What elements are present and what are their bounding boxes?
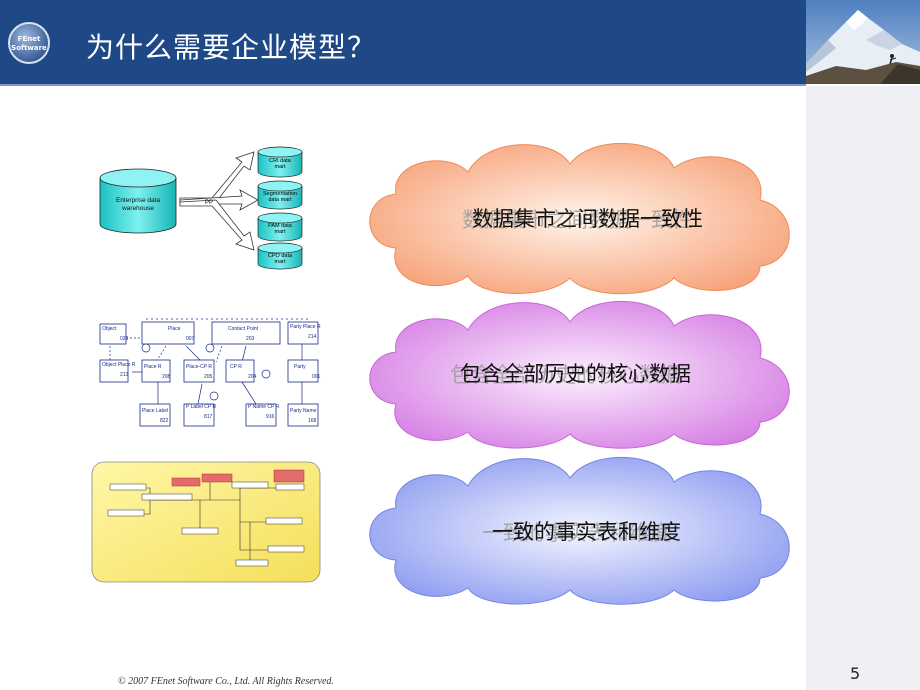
model-box-label: Place-CP R <box>186 364 212 370</box>
cloud-text-1-shadow: 数据集市之间数据一致性 <box>462 208 693 232</box>
cloud-text-1-label: 数据集市之间数据一致性 <box>472 207 703 231</box>
cloud-text-2-shadow: 包含全部历史的核心数据 <box>450 363 681 387</box>
model-box-number: 213 <box>120 372 129 378</box>
cloud-text-1: 数据集市之间数据一致性 数据集市之间数据一致性 <box>462 203 703 233</box>
model-box-number: 208 <box>162 374 171 380</box>
model-box-label: P Label CP R <box>186 404 217 410</box>
model-box-label: Party Name <box>290 408 317 414</box>
copyright-footer: © 2007 FEnet Software Co., Ltd. All Righ… <box>118 676 334 687</box>
model-box-number: 916 <box>266 414 275 420</box>
model-box-label: Place R <box>144 364 162 370</box>
right-side-panel <box>806 86 920 690</box>
cloud-text-2-label: 包含全部历史的核心数据 <box>460 362 691 386</box>
model-box-number: 007 <box>186 336 195 342</box>
model-box-label: Object Place R <box>102 362 136 368</box>
model-box-number: 817 <box>204 414 213 420</box>
cloud-shape-3 <box>369 457 790 605</box>
model-box-number: 203 <box>246 336 255 342</box>
model-box-label: Party Place R <box>290 324 321 330</box>
mountain-photo <box>806 0 920 84</box>
model-box-label: Party <box>294 364 306 370</box>
model-box-label: Place <box>168 326 181 332</box>
cloud-shape-2 <box>369 301 790 449</box>
arrow-label: PP <box>205 200 213 206</box>
cloud-shape-1 <box>369 143 790 295</box>
model-box-label: Contact Point <box>228 326 259 332</box>
model-box-number: 028 <box>120 336 129 342</box>
model-box-label: CP R <box>230 364 242 370</box>
header-divider <box>0 84 806 86</box>
model-box-number: 001 <box>312 374 321 380</box>
distribution-arrows <box>179 151 259 251</box>
etl-flow-diagram <box>91 461 321 583</box>
model-box-number: 822 <box>160 418 169 424</box>
model-box-label: Object <box>102 326 117 332</box>
cloud-text-3-shadow: 一致的事实表和维度 <box>482 521 671 545</box>
cloud-text-3-label: 一致的事实表和维度 <box>492 520 681 544</box>
model-box-number: 205 <box>204 374 213 380</box>
page-number: 5 <box>850 664 861 683</box>
model-box-label: Place Label <box>142 408 168 414</box>
model-box-number: 168 <box>308 418 317 424</box>
cloud-text-3: 一致的事实表和维度 一致的事实表和维度 <box>482 516 681 546</box>
cloud-text-2: 包含全部历史的核心数据 包含全部历史的核心数据 <box>450 358 691 388</box>
model-box-number: 214 <box>308 334 317 340</box>
slide-title: 为什么需要企业模型？ <box>86 31 377 64</box>
model-box-label: P Name CP R <box>248 404 280 410</box>
slide-header <box>0 0 920 84</box>
model-box-number: 204 <box>248 374 257 380</box>
